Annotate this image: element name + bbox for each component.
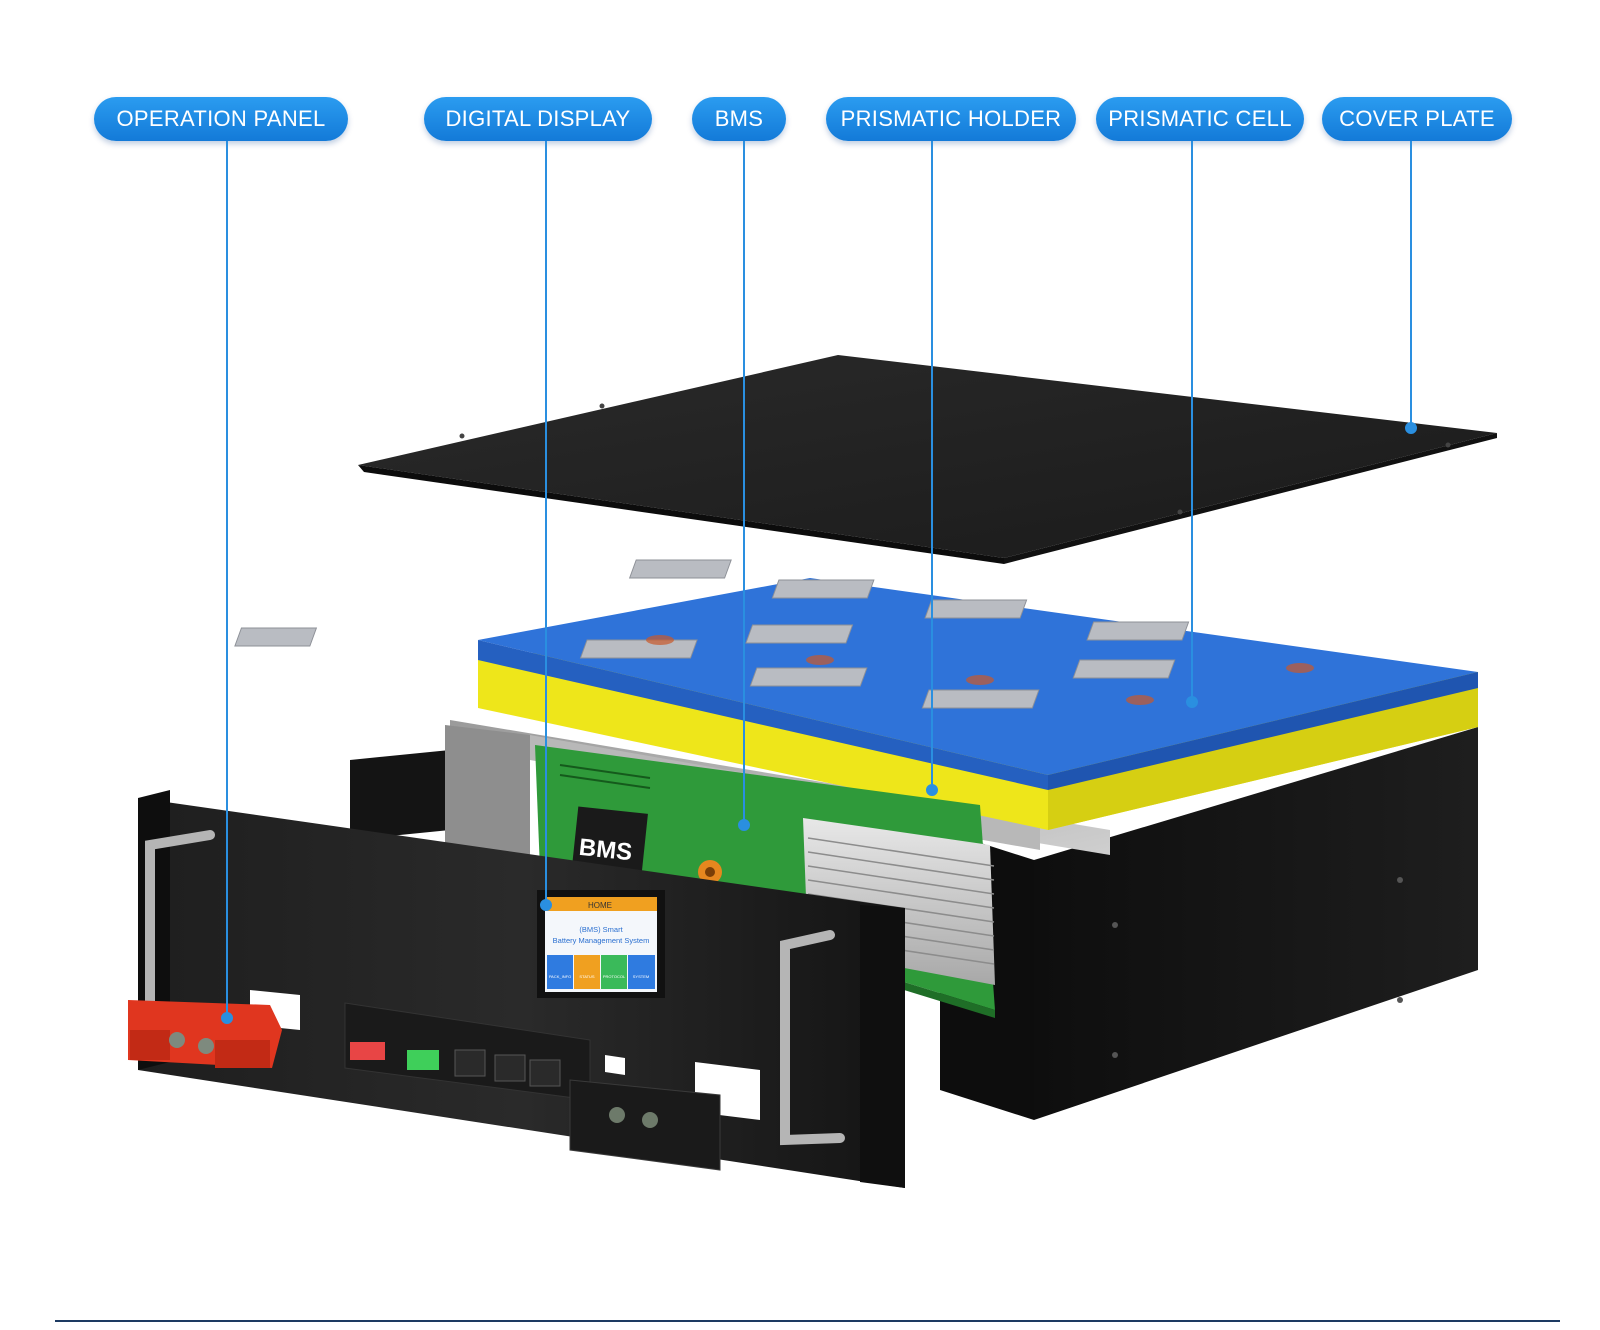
- label-digital-display: DIGITAL DISPLAY: [424, 97, 652, 141]
- bms-chip-label: BMS: [578, 834, 634, 866]
- leader-lines: [221, 141, 1417, 1024]
- front-panel: [138, 790, 905, 1188]
- display-btn-4: SYSTEM: [633, 974, 649, 979]
- label-prismatic-holder: PRISMATIC HOLDER: [826, 97, 1076, 141]
- digital-display: HOME (BMS) Smart Battery Management Syst…: [537, 890, 665, 998]
- display-header: HOME: [588, 901, 612, 910]
- label-operation-panel: OPERATION PANEL: [94, 97, 348, 141]
- label-prismatic-cell: PRISMATIC CELL: [1096, 97, 1304, 141]
- display-title-2: Battery Management System: [553, 936, 650, 945]
- cover-plate: [358, 355, 1497, 564]
- cell-stack: [234, 559, 1478, 830]
- display-btn-3: PROTOCOL: [603, 974, 626, 979]
- label-cover-plate: COVER PLATE: [1322, 97, 1512, 141]
- display-btn-1: PACK_INFO: [549, 974, 571, 979]
- label-bms: BMS: [692, 97, 786, 141]
- red-terminal: [128, 1000, 282, 1068]
- display-title-1: (BMS) Smart: [579, 925, 623, 934]
- display-btn-2: STATUS: [579, 974, 595, 979]
- footer-divider: [55, 1320, 1560, 1322]
